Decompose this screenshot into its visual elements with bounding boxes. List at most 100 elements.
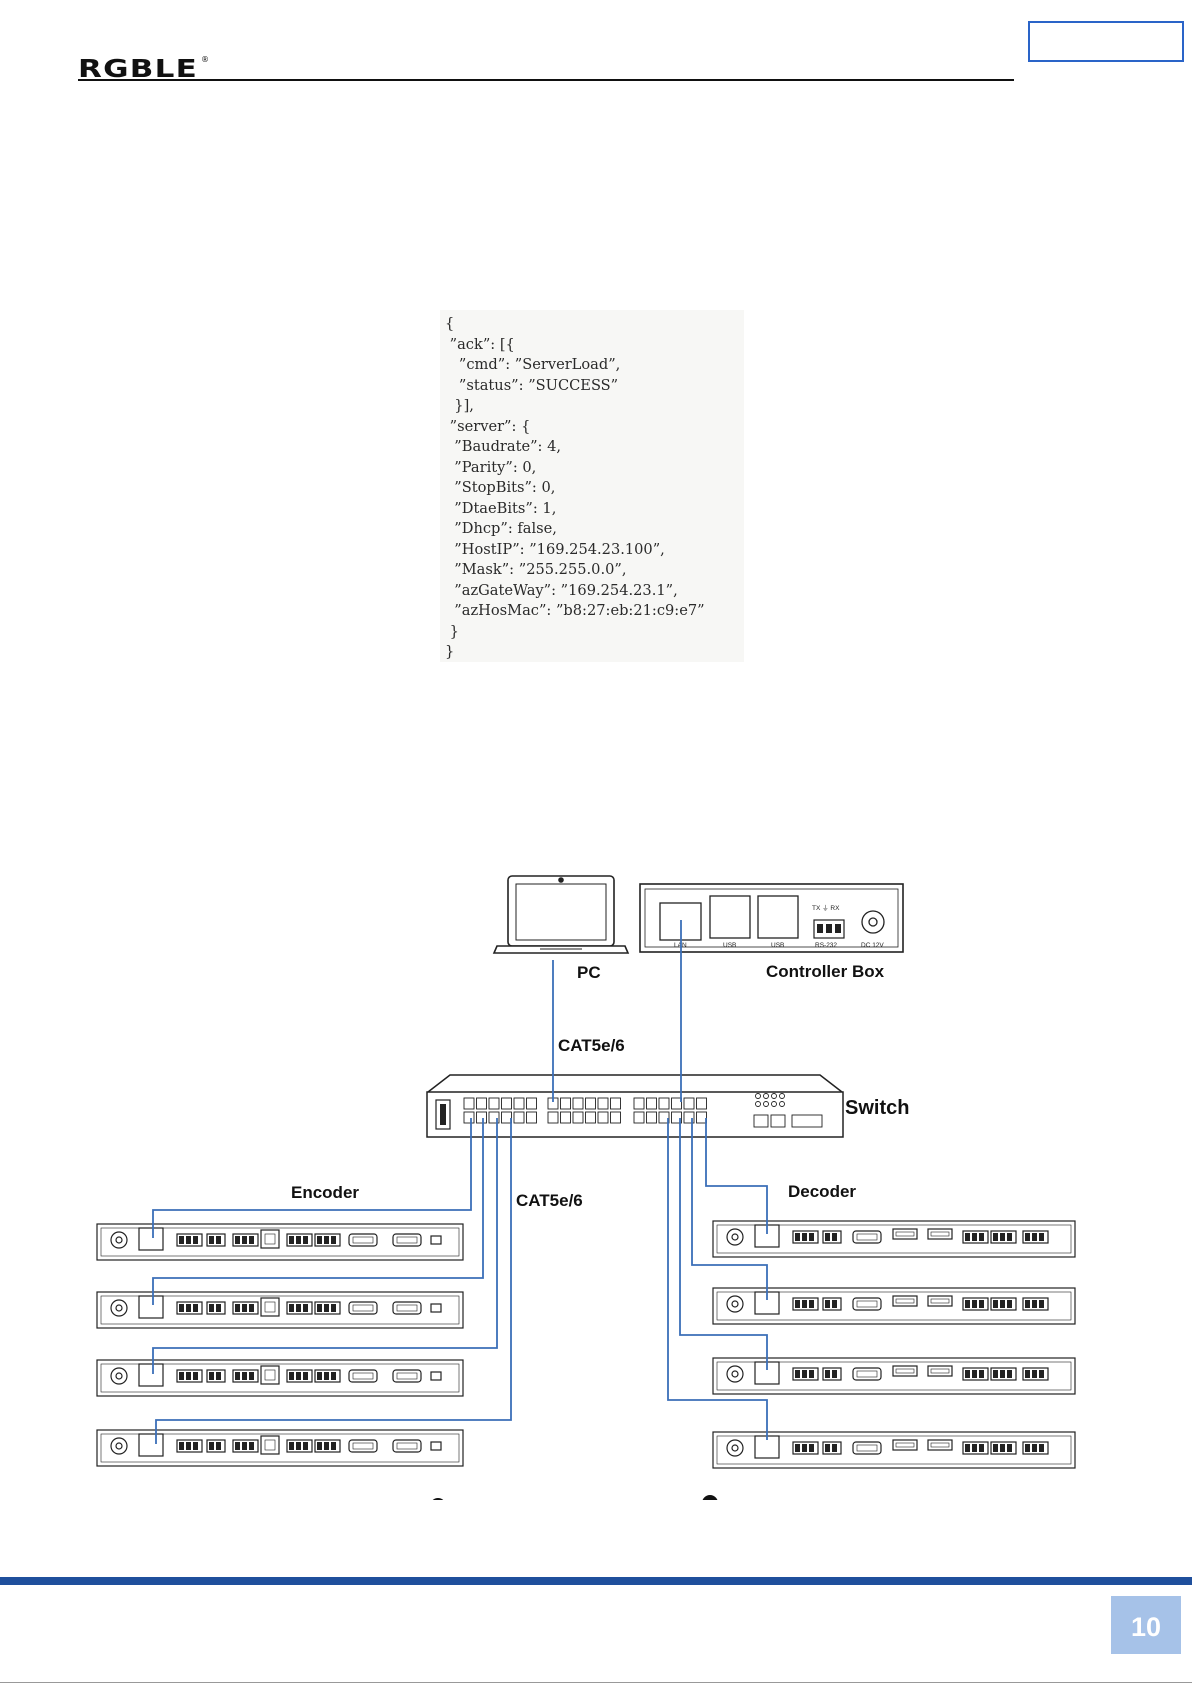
switch-port — [597, 1097, 609, 1110]
switch-port — [683, 1097, 695, 1110]
switch-port — [526, 1111, 537, 1124]
encoder-device — [96, 1291, 464, 1329]
switch-port — [585, 1111, 596, 1124]
rgble-logo: RGBLE ® — [78, 54, 209, 82]
json-response-box: { ”ack”: [{ ”cmd”: ”ServerLoad”, ”status… — [440, 310, 744, 662]
switch-port — [610, 1097, 621, 1110]
switch-port — [696, 1097, 707, 1110]
switch-port — [476, 1111, 487, 1124]
switch-port — [671, 1097, 682, 1110]
json-response-text: { ”ack”: [{ ”cmd”: ”ServerLoad”, ”status… — [440, 310, 744, 663]
footer-bar — [0, 1577, 1192, 1585]
encoder-cable-1 — [152, 1118, 472, 1238]
pc-laptop — [492, 875, 630, 954]
controller-port-usb2: USB — [771, 942, 784, 949]
controller-rs232-port — [813, 919, 845, 939]
switch-port — [671, 1111, 682, 1124]
switch-port — [560, 1097, 571, 1110]
decoder-device — [712, 1287, 1076, 1325]
json-line: ”azGateWay”: ”169.254.23.1”, — [454, 581, 678, 599]
controller-port-dc: DC 12V — [861, 942, 884, 949]
page-number-box: 10 — [1111, 1596, 1181, 1654]
switch-port — [633, 1111, 645, 1124]
cable-label-bottom: CAT5e/6 — [516, 1191, 583, 1210]
controller-usb-port-2 — [757, 895, 799, 939]
switch-port — [513, 1111, 525, 1124]
controller-rs232-pins: TX ⏚ RX — [812, 904, 840, 912]
controller-port-usb1: USB — [723, 942, 736, 949]
decoder-cable-4 — [667, 1118, 768, 1440]
switch-port — [646, 1111, 657, 1124]
svg-text:RGBLE: RGBLE — [78, 54, 198, 82]
bullet-dot — [702, 1495, 718, 1500]
switch-port — [696, 1111, 707, 1124]
network-diagram: LAN USB USB RS-232 DC 12V TX ⏚ RX PC Con… — [96, 875, 1076, 1500]
encoder-cable-4 — [155, 1118, 512, 1444]
encoder-device — [96, 1429, 464, 1467]
switch-port — [488, 1111, 500, 1124]
decoder-cable-2 — [691, 1118, 768, 1300]
json-line: } — [445, 643, 455, 660]
switch-port — [585, 1097, 596, 1110]
controller-box — [639, 883, 904, 953]
switch-port — [633, 1097, 645, 1110]
network-switch — [426, 1074, 844, 1138]
encoder-cable-3 — [152, 1118, 498, 1374]
switch-port — [597, 1111, 609, 1124]
switch-port — [463, 1111, 475, 1124]
json-line: ”cmd”: ”ServerLoad”, — [458, 356, 621, 373]
encoder-cable-2 — [152, 1118, 484, 1305]
json-line: ”status”: ”SUCCESS” — [458, 376, 619, 394]
switch-port — [501, 1097, 512, 1110]
json-line: ”ack”: [{ — [449, 335, 515, 353]
switch-port — [658, 1097, 670, 1110]
controller-label: Controller Box — [766, 962, 885, 981]
controller-port-rs232: RS-232 — [815, 942, 837, 949]
header-box — [1028, 21, 1184, 62]
header-rule — [78, 79, 1014, 81]
switch-port — [560, 1111, 571, 1124]
switch-port — [572, 1097, 584, 1110]
json-line: ”azHosMac”: ”b8:27:eb:21:c9:e7” — [454, 602, 705, 619]
page-number: 10 — [1130, 1612, 1162, 1642]
cables — [152, 920, 768, 1444]
logo-mark: RGBLE ® — [78, 54, 209, 82]
decoder-device — [712, 1357, 1076, 1395]
switch-port — [501, 1111, 512, 1124]
json-line: ”DtaeBits”: 1, — [454, 499, 557, 517]
switch-port — [463, 1097, 475, 1110]
json-line: ”Mask”: ”255.255.0.0”, — [454, 561, 627, 578]
switch-port — [547, 1111, 559, 1124]
switch-label: Switch — [845, 1097, 909, 1119]
json-line: }], — [454, 397, 474, 414]
encoder-device — [96, 1359, 464, 1397]
switch-port — [476, 1097, 487, 1110]
switch-port — [526, 1097, 537, 1110]
switch-port — [513, 1097, 525, 1110]
encoder-device — [96, 1223, 464, 1261]
cable-label-top: CAT5e/6 — [558, 1036, 625, 1055]
switch-port — [646, 1097, 657, 1110]
decoder-device — [712, 1220, 1076, 1258]
controller-usb-port-1 — [709, 895, 751, 939]
json-line: { — [445, 315, 455, 332]
decoder-cable-3 — [679, 1118, 768, 1370]
switch-port — [658, 1111, 670, 1124]
bullet-dot — [432, 1498, 444, 1500]
json-line: ”StopBits”: 0, — [454, 479, 556, 496]
svg-text:®: ® — [201, 55, 209, 64]
decoder-label: Decoder — [788, 1182, 856, 1201]
decoder-device — [712, 1431, 1076, 1469]
encoder-label: Encoder — [291, 1183, 359, 1202]
json-line: ”server”: { — [449, 417, 531, 435]
json-line: ”HostIP”: ”169.254.23.100”, — [454, 540, 665, 558]
json-line: } — [449, 622, 459, 640]
switch-port — [488, 1097, 500, 1110]
json-line: ”Parity”: 0, — [454, 458, 537, 476]
bottom-rule — [0, 1682, 1192, 1683]
controller-dc-jack — [861, 910, 885, 934]
switch-port — [610, 1111, 621, 1124]
pc-label: PC — [577, 963, 601, 982]
decoder-cable-1 — [705, 1118, 768, 1234]
switch-port — [683, 1111, 695, 1124]
